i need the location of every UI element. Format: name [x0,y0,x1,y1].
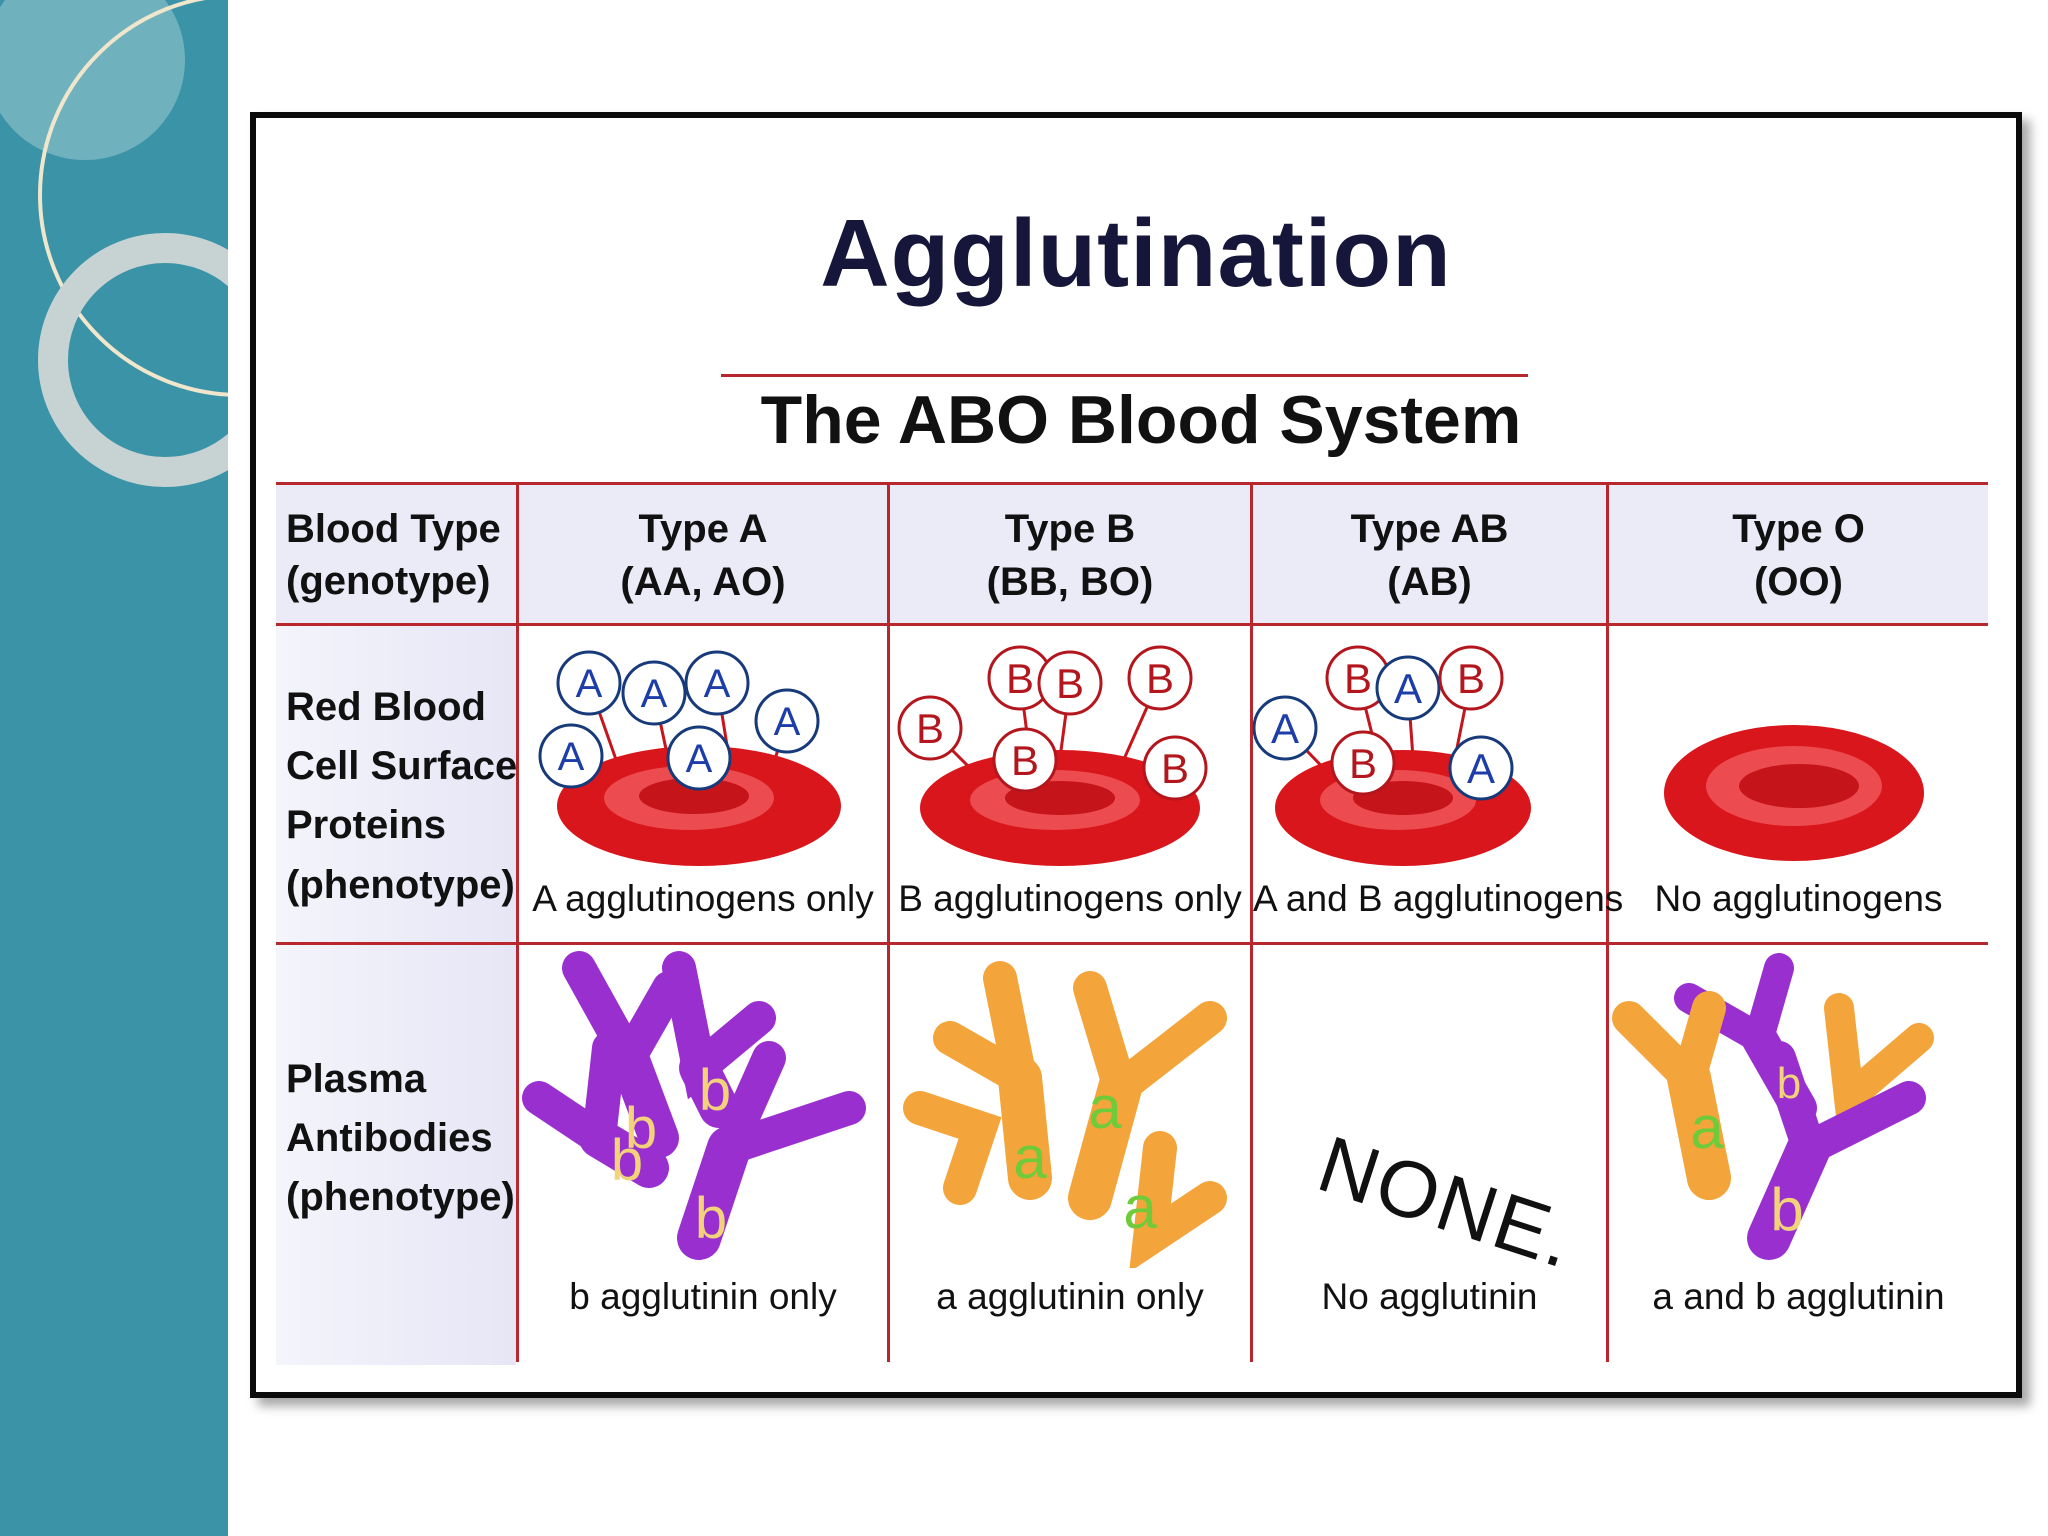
table-column-divider [1606,482,1609,1362]
antibody-label: b [625,1096,657,1161]
antigen-label: B [1161,745,1189,792]
table-column-divider [1250,482,1253,1362]
row-label-line: Antibodies [286,1116,493,1161]
antigen-label: B [1349,740,1377,787]
surface-caption-type-o: No agglutinogens [1654,878,1943,919]
title-divider [721,374,1528,377]
antigen-label: A [1467,745,1495,792]
antibody-label: a [1690,1094,1724,1161]
column-type: Type AB [1350,507,1509,551]
antigen-label: B [1146,655,1174,702]
column-genotype: (OO) [1754,559,1843,604]
surface-caption-type-ab: A and B agglutinogens [1253,878,1624,919]
column-genotype: (BB, BO) [986,559,1154,604]
antibody-label: b [1777,1059,1801,1108]
table-rule-top [276,482,1988,485]
antibody-label: a [1088,1074,1122,1141]
antigen-label: A [1271,705,1299,752]
type-o-antibody-icon: a b b [1612,953,1934,1260]
antigen-label: A [704,662,731,706]
row-label-line: (phenotype) [286,862,515,907]
antibody-label: b [695,1186,727,1251]
row-label-blood-type: Blood Type (genotype) [286,503,501,607]
antigen-label: A [558,735,585,779]
row-label-line: (phenotype) [286,1175,515,1220]
antibody-label: b [611,1128,643,1193]
table-column-divider [516,482,519,1362]
antigen-label: A [576,662,603,706]
type-a-red-blood-cell-icon: A A A A A A [538,650,841,866]
row-label-background [276,625,516,1365]
surface-caption-type-a: A agglutinogens only [532,878,874,919]
table-column-divider [887,482,890,1362]
antigen-label: B [1056,660,1084,707]
type-o-red-blood-cell-icon [1664,725,1924,861]
figure-frame: Agglutination The ABO Blood System Blood… [250,112,2022,1398]
row-label-line: Blood Type [286,507,501,551]
no-antibodies-text: NONE. [1308,1118,1587,1285]
column-genotype: (AB) [1387,559,1472,604]
plasma-caption-type-ab: No agglutinin [1321,1276,1538,1317]
antigen-label: A [774,700,801,744]
antibody-label: b [1770,1176,1803,1243]
row-label-surface-proteins: Red Blood Cell Surface Proteins (phenoty… [286,678,517,915]
decorative-sidebar [0,0,228,1536]
row-label-line: Red Blood [286,685,486,729]
antigen-label: B [1344,655,1372,702]
antigen-label: A [686,737,713,781]
antigen-label: B [1006,655,1034,702]
plasma-caption-type-a: b agglutinin only [569,1276,837,1317]
column-genotype: (AA, AO) [620,559,786,604]
figure-title: Agglutination [820,200,1452,307]
row-label-line: Proteins [286,803,447,848]
antibody-label: a [1013,1124,1047,1191]
antigen-label: B [1011,737,1039,784]
header-row-background [276,482,1988,624]
column-type: Type B [1004,507,1136,551]
column-type: Type O [1732,507,1865,551]
table-rule-middle [276,942,1988,945]
column-header-type-ab: Type AB (AB) [1253,503,1606,609]
antigen-label: A [641,672,668,716]
type-ab-red-blood-cell-icon: A B A B B A [1253,645,1531,866]
type-a-antibody-icon: b b b b [522,951,866,1260]
antibody-label: b [699,1058,731,1123]
row-label-plasma-antibodies: Plasma Antibodies (phenotype) [286,1050,515,1228]
antibody-label: a [1123,1174,1157,1241]
row-label-line: Cell Surface [286,744,518,789]
plasma-caption-type-o: a and b agglutinin [1652,1276,1945,1317]
column-header-type-a: Type A (AA, AO) [519,503,887,609]
antigen-label: B [1457,655,1485,702]
column-type: Type A [638,507,768,551]
row-label-line: (genotype) [286,559,491,603]
table-rule-header [276,623,1988,626]
antigen-label: B [916,705,944,752]
column-header-type-o: Type O (OO) [1609,503,1988,609]
surface-caption-type-b: B agglutinogens only [898,878,1242,919]
type-b-antibody-icon: a a a [903,961,1227,1268]
plasma-caption-type-b: a agglutinin only [936,1276,1204,1317]
row-label-line: Plasma [286,1057,427,1101]
type-b-red-blood-cell-icon: B B B B B B [897,645,1208,866]
antigen-label: A [1394,665,1422,712]
decorative-circles [0,0,228,487]
column-header-type-b: Type B (BB, BO) [890,503,1250,609]
figure-subtitle: The ABO Blood System [760,382,1522,458]
